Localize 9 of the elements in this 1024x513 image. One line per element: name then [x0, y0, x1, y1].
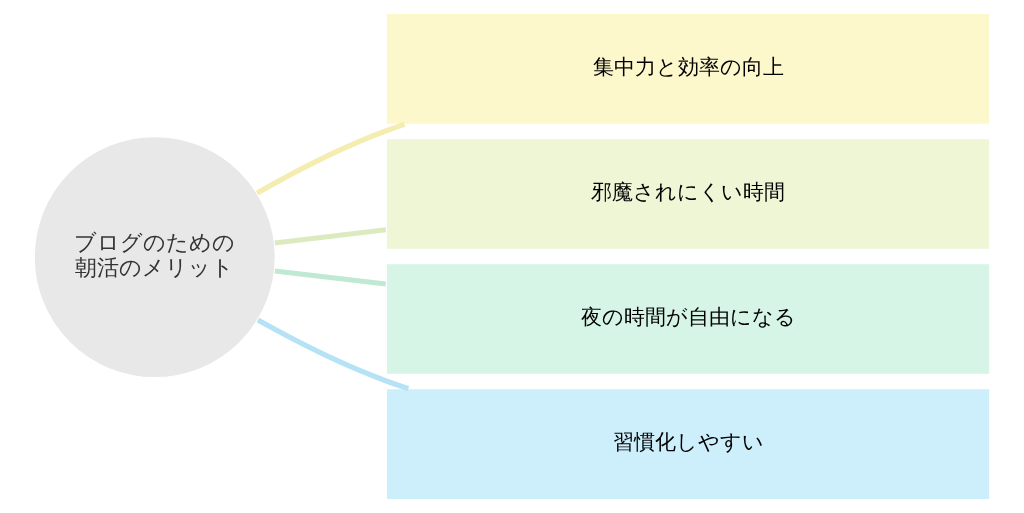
node-box: 集中力と効率の向上: [385, 12, 991, 125]
connector: [274, 268, 387, 287]
connector: [274, 227, 387, 246]
node-box: 習慣化しやすい: [385, 388, 991, 501]
node-box: 夜の時間が自由になる: [385, 262, 991, 376]
node-circle: ブログのための朝活のメリット: [33, 135, 276, 379]
connector: [255, 121, 406, 196]
connector: [256, 317, 410, 392]
node-box: 邪魔されにくい時間: [385, 137, 991, 251]
